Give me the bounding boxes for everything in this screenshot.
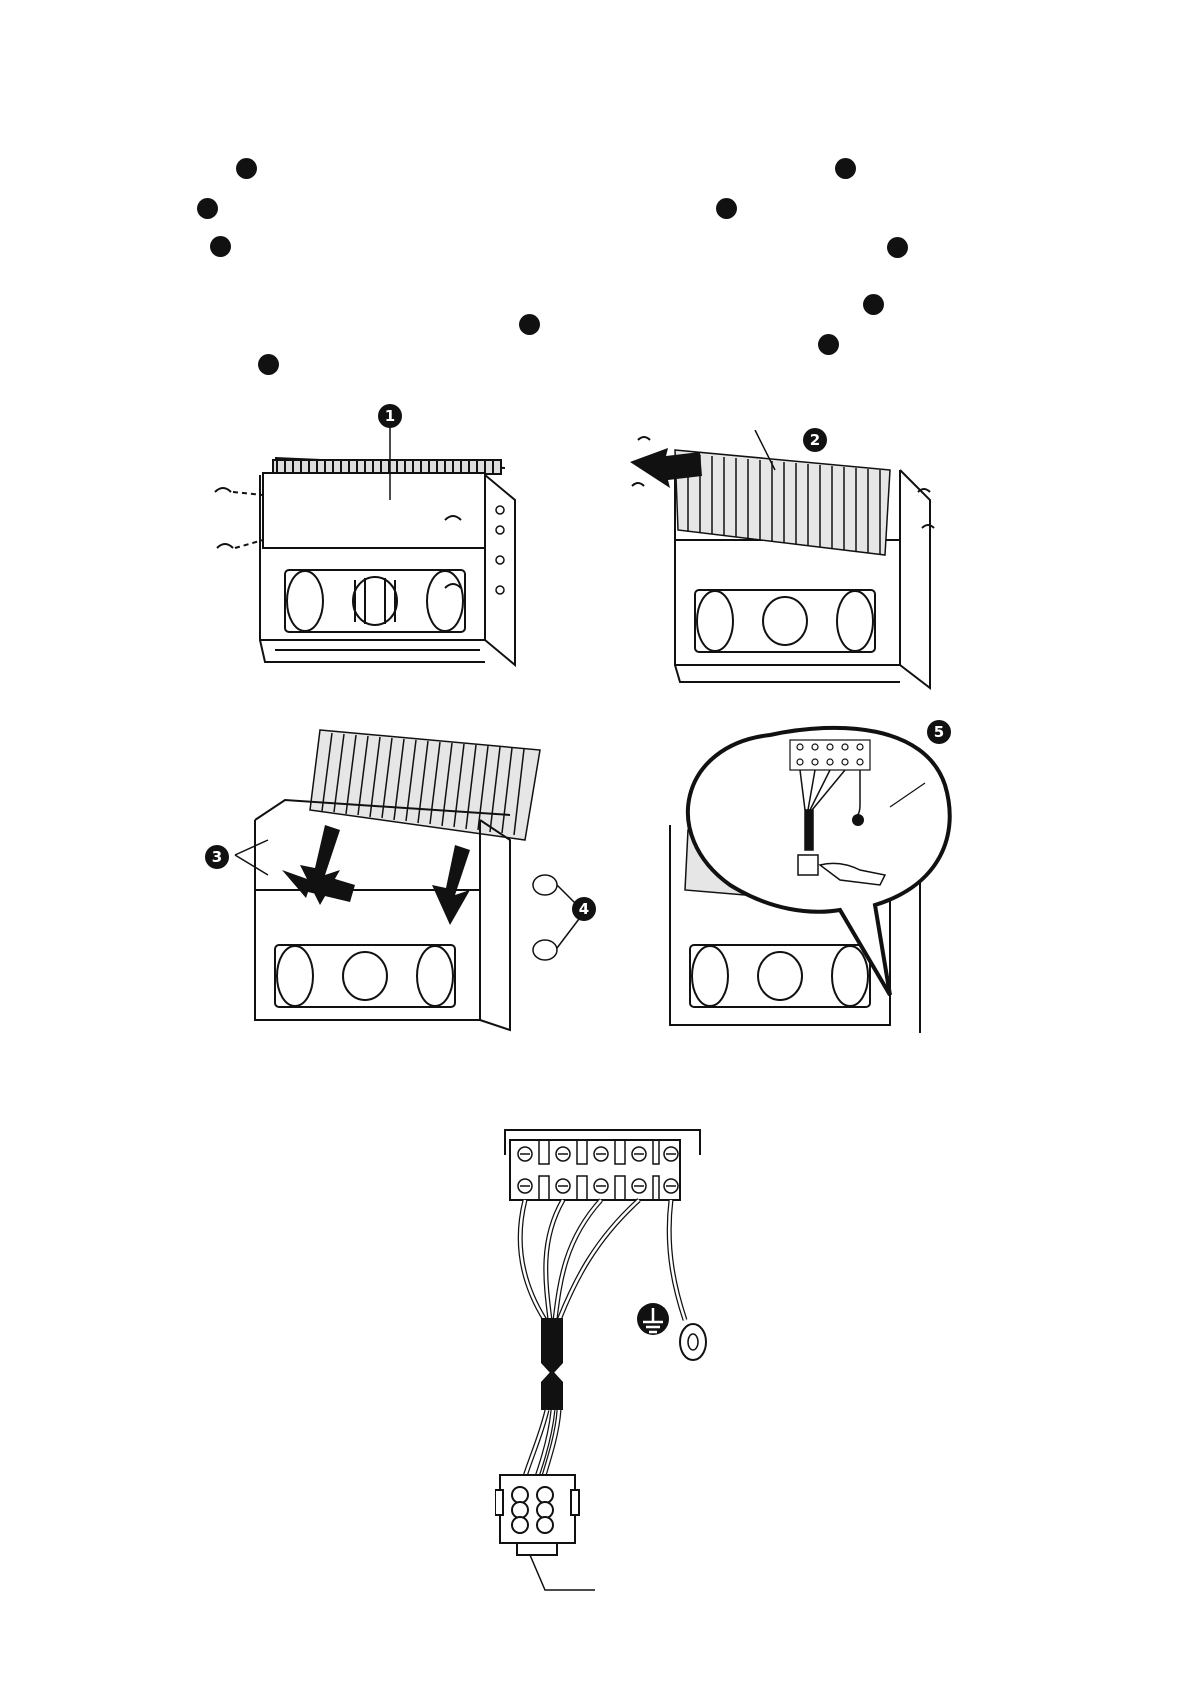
badge-2: 2 xyxy=(810,431,820,449)
step-5-connect-wiring-diagram xyxy=(660,715,980,1035)
marker-dot xyxy=(258,354,279,375)
badge-3: 3 xyxy=(212,848,222,866)
marker-dot xyxy=(197,198,218,219)
terminal-block xyxy=(510,1140,680,1200)
marker-dot xyxy=(863,294,884,315)
marker-dot xyxy=(818,334,839,355)
marker-dot xyxy=(716,198,737,219)
badge-4: 4 xyxy=(579,900,589,918)
badge-5: 5 xyxy=(934,723,944,741)
badge-4-wrapper: 4 xyxy=(570,895,598,923)
marker-dot xyxy=(835,158,856,179)
badge-2-wrapper: 2 xyxy=(800,425,830,455)
step-3-4-insert-coil-diagram xyxy=(200,720,600,1040)
marker-dot xyxy=(887,237,908,258)
marker-dot xyxy=(519,314,540,335)
marker-dot xyxy=(210,236,231,257)
badge-1: 1 xyxy=(385,407,395,425)
marker-dot xyxy=(236,158,257,179)
step-2-tilt-coil-diagram xyxy=(630,430,960,690)
badge-5-wrapper: 5 xyxy=(925,718,953,746)
step-1-remove-front-cover-diagram: 1 xyxy=(205,400,545,670)
connector-plug xyxy=(495,1475,579,1555)
badge-3-wrapper: 3 xyxy=(203,843,231,871)
wiring-harness-diagram xyxy=(495,1120,735,1600)
protective-earth-icon xyxy=(637,1303,669,1335)
